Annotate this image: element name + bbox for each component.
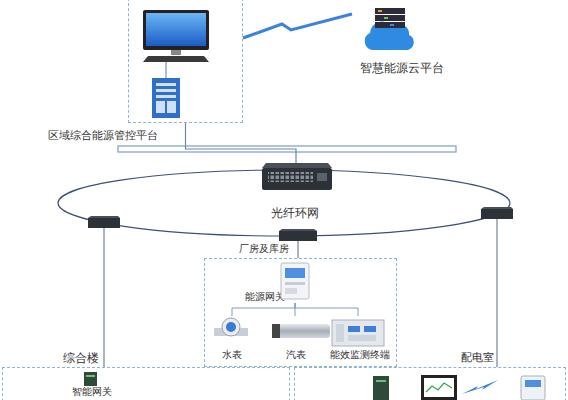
- switch-ports: [317, 173, 327, 181]
- switch-ports: [268, 172, 313, 182]
- ring-ellipse: [58, 170, 510, 236]
- switch-top: [481, 207, 513, 209]
- cloud-symbol: [365, 22, 414, 50]
- device-label: 汽表: [266, 349, 326, 361]
- device-label: 智能网关: [62, 386, 122, 398]
- water-dial-face: [226, 322, 236, 332]
- cloud-label: 智慧能源云平台: [352, 61, 452, 75]
- site-heading: 综合楼: [63, 351, 99, 365]
- monitor-stand: [171, 50, 181, 55]
- steam-meter: [272, 324, 330, 338]
- device-node: 汽表: [266, 316, 326, 362]
- network-link: [104, 223, 105, 367]
- keyboard: [143, 56, 209, 62]
- meter-terminal: [285, 288, 297, 294]
- network-link: [186, 123, 297, 170]
- monitor-screen: [146, 13, 206, 46]
- wireless-symbol: [462, 380, 498, 394]
- switch-top: [262, 163, 332, 168]
- switch-top: [88, 216, 120, 218]
- display-screen: [424, 378, 454, 397]
- device-link: [295, 303, 358, 316]
- server-light: [390, 24, 394, 26]
- steam-meter-end: [272, 324, 280, 338]
- terminal-module: [336, 324, 344, 342]
- ring-label: 光纤环网: [271, 206, 319, 220]
- device-wire: [166, 62, 167, 78]
- smart-gateway: [84, 372, 97, 386]
- meter-display: [525, 380, 541, 387]
- display-trace: [426, 383, 452, 392]
- server-unit: [375, 15, 405, 21]
- display-panel: [421, 375, 457, 400]
- server-unit: [375, 22, 405, 28]
- device-label: 能效监测终端: [328, 349, 392, 361]
- terminal-module: [348, 335, 376, 341]
- server-slot: [156, 89, 176, 92]
- server-panel: [156, 101, 165, 113]
- device-label: 能源网关: [245, 291, 285, 303]
- ring-switch: [279, 231, 317, 241]
- server-slot: [156, 95, 176, 98]
- core-switch: [262, 168, 332, 190]
- server-light: [378, 10, 382, 12]
- gateway-meter: [281, 263, 309, 299]
- water-dial: [222, 318, 240, 336]
- site-heading: 配电室: [461, 351, 494, 364]
- power-meter: [521, 376, 545, 400]
- server-light: [384, 17, 388, 19]
- power-gateway: [373, 376, 389, 400]
- meter-label: [285, 282, 305, 285]
- device-label: 水表: [212, 349, 252, 361]
- monitor-frame: [143, 10, 209, 50]
- server-panel: [167, 101, 176, 113]
- ring-switch: [481, 209, 513, 219]
- server-slot: [156, 83, 176, 86]
- network-link: [497, 214, 498, 367]
- server-tower: [152, 78, 180, 118]
- gateway-light: [376, 380, 386, 382]
- monitor-terminal: [332, 320, 384, 346]
- device-link: [232, 303, 295, 316]
- wireless-link: [243, 14, 352, 38]
- site-box: 综合楼智能网关: [2, 367, 290, 400]
- terminal-display: [348, 326, 360, 332]
- server-unit: [375, 8, 405, 14]
- terminal-display: [364, 326, 376, 332]
- meter-display: [285, 268, 305, 278]
- platform-heading: 区域综合能源管控平台: [48, 129, 158, 142]
- gateway-light: [86, 375, 95, 377]
- site-heading: 厂房及库房: [239, 243, 289, 255]
- switch-top: [279, 229, 317, 231]
- ring-switch: [88, 218, 120, 228]
